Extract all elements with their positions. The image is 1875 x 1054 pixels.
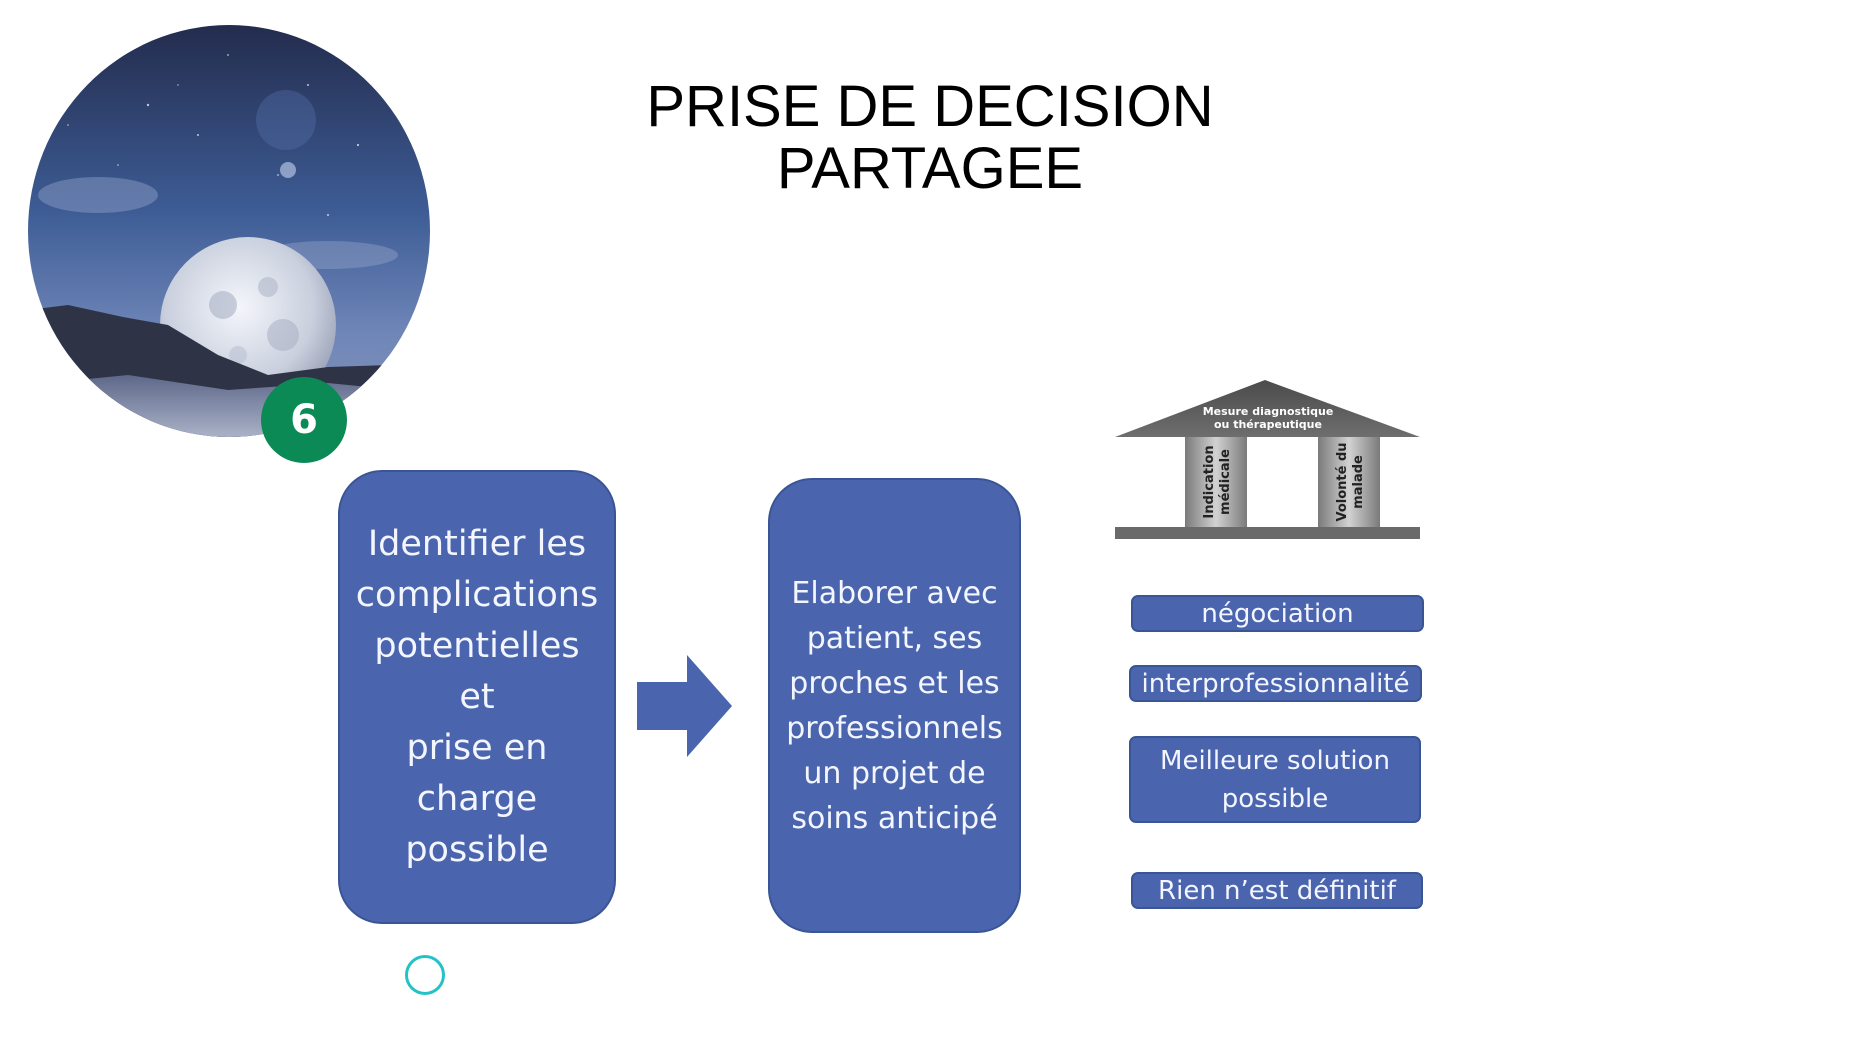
temple-base [1115,527,1420,539]
temple-pillar-left-label-2: médicale [1218,449,1233,515]
title-line-2: PARTAGEE [776,136,1084,201]
best-solution-line-1: Meilleure solution [1160,745,1390,776]
temple-diagram: Mesure diagnostique ou thérapeutique Ind… [1115,380,1420,539]
slide-title: PRISE DE DECISION PARTAGEE [560,76,1300,200]
temple-pillar-left-label-1: Indication [1202,445,1217,518]
step-elaborate-line: patient, ses [806,620,983,656]
best-solution-pill: Meilleure solution possible [1129,736,1421,823]
step-elaborate-box: Elaborer avec patient, ses proches et le… [768,478,1021,933]
step-identify-box: Identifier les complications potentielle… [338,470,616,924]
step-identify-text: Identifier les complications potentielle… [354,519,600,876]
best-solution-line-2: possible [1221,783,1329,814]
temple-roof [1115,380,1420,437]
step-elaborate-line: professionnels [786,710,1003,746]
slide-number-badge: 6 [261,377,347,463]
temple-pillar-right [1318,437,1380,527]
step-elaborate-text: Elaborer avec patient, ses proches et le… [786,571,1003,841]
nothing-definitive-pill: Rien n’est définitif [1131,872,1423,909]
negotiation-pill: négociation [1131,595,1424,632]
step-identify-line: prise en [406,727,548,768]
title-line-1: PRISE DE DECISION [646,74,1214,139]
step-identify-line: charge [416,778,538,819]
step-elaborate-line: Elaborer avec [791,575,998,611]
temple-pillar-left [1185,437,1247,527]
best-solution-text: Meilleure solution possible [1160,742,1390,818]
temple-roof-label-1: Mesure diagnostique [1203,405,1334,418]
temple-roof-label-2: ou thérapeutique [1214,418,1322,431]
step-elaborate-line: proches et les [789,665,1000,701]
step-identify-line: complications [355,574,599,615]
step-identify-line: Identifier les [367,523,587,564]
temple-pillar-right-label-2: malade [1351,455,1366,509]
step-identify-line: possible [405,829,549,870]
step-identify-line: potentielles et [374,625,580,717]
moon-night-photo [28,25,430,437]
interprofessionality-pill: interprofessionnalité [1129,665,1422,702]
right-arrow-icon [637,655,732,757]
step-elaborate-line: soins anticipé [791,800,998,836]
decorative-ring [405,955,445,995]
temple-pillar-right-label-1: Volonté du [1335,442,1350,521]
step-elaborate-line: un projet de [803,755,986,791]
